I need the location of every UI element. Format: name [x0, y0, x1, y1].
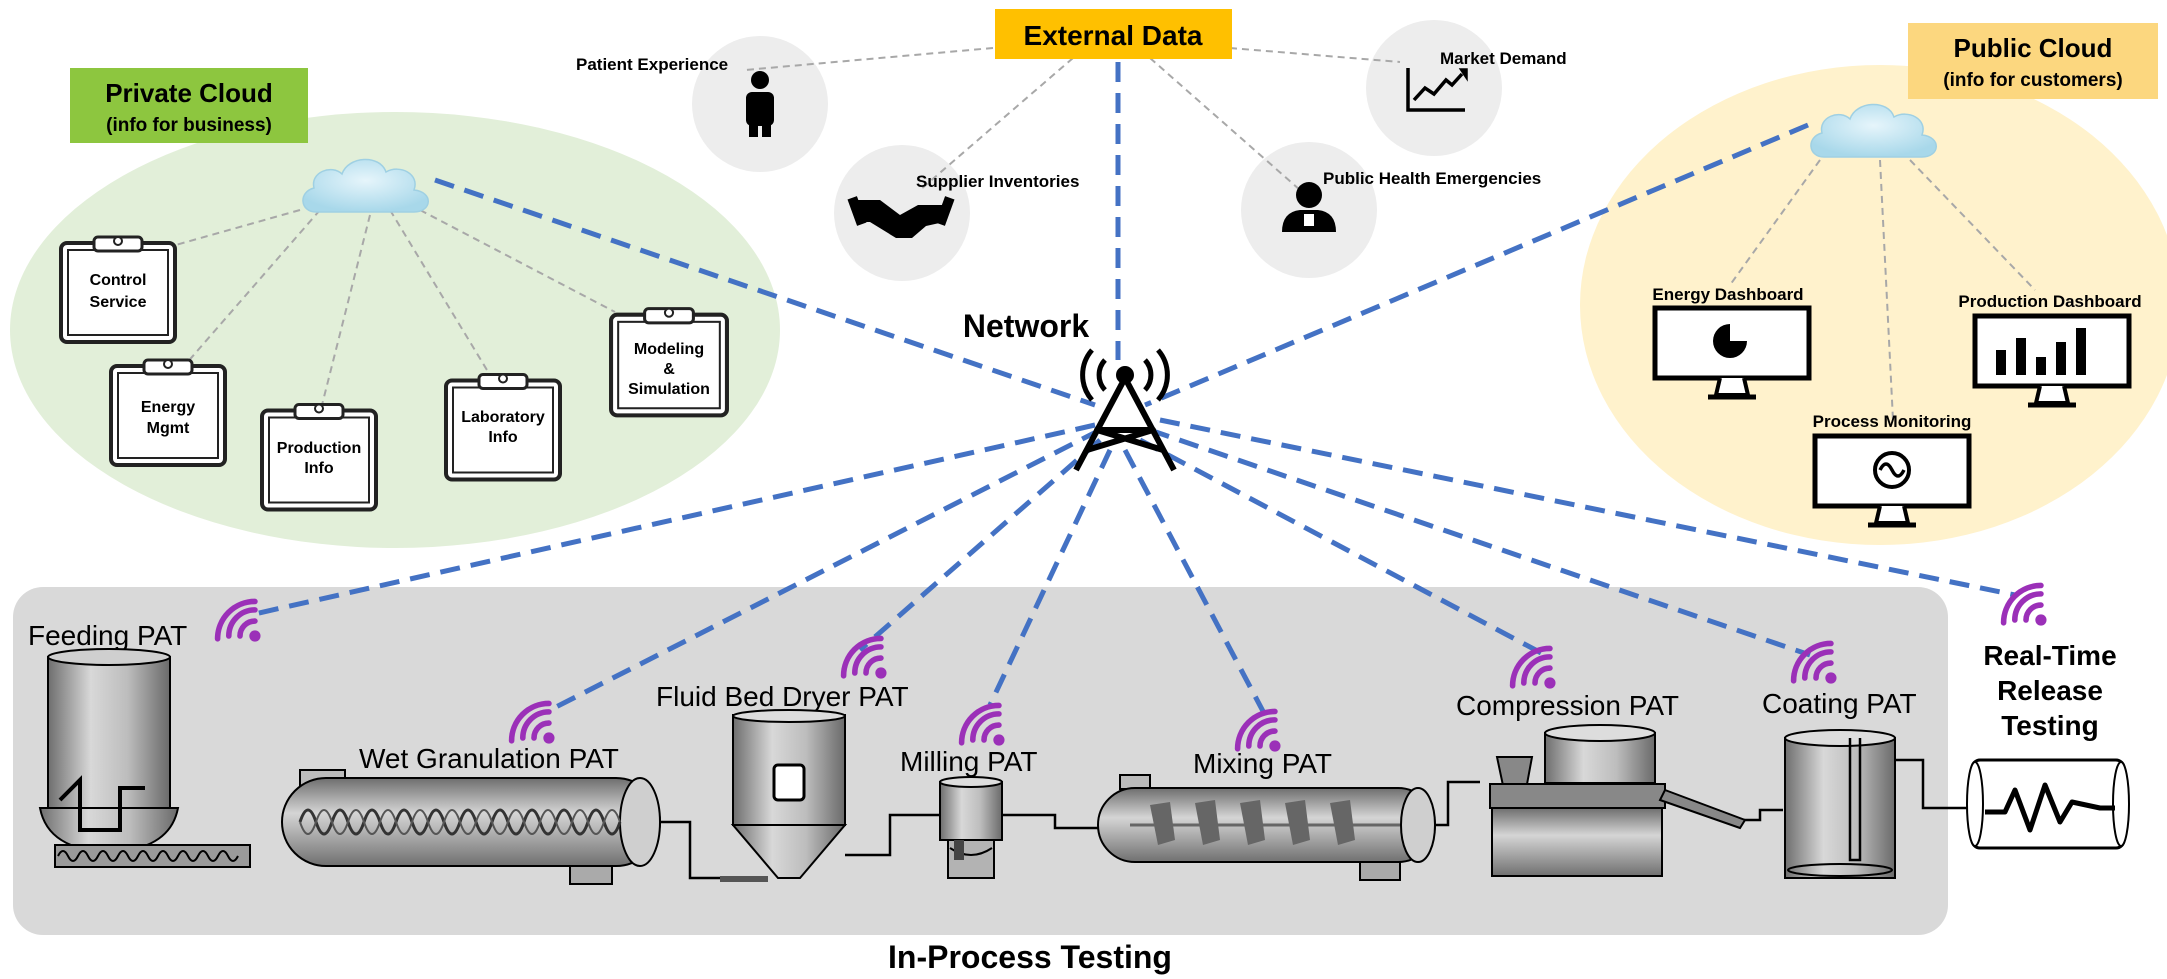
person-icon [746, 71, 774, 137]
private-cloud-subtitle: (info for business) [106, 115, 272, 136]
market-demand-bg [1366, 20, 1502, 156]
private-cloud-item-production-info: Production Info [262, 405, 376, 510]
svg-text:Info: Info [488, 429, 518, 446]
supplier-inventories-bg [834, 145, 970, 281]
svg-text:Mgmt: Mgmt [147, 420, 190, 437]
doctor-icon [1282, 182, 1336, 232]
private-cloud-item-energy-mgmt: Energy Mgmt [109, 358, 227, 467]
public-cloud-region [1580, 65, 2167, 545]
supplier-inventories-label: Supplier Inventories [916, 172, 1079, 191]
public-health-label: Public Health Emergencies [1323, 169, 1541, 188]
fluid-bed-dryer-equipment [720, 709, 848, 882]
coater-equipment [1784, 729, 1896, 879]
svg-text:&: & [663, 361, 675, 378]
handshake-icon [847, 196, 955, 238]
public-cloud-title: Public Cloud [1954, 33, 2113, 63]
svg-text:Process Monitoring: Process Monitoring [1813, 412, 1972, 431]
rtrt-line3: Testing [2001, 710, 2098, 741]
pie-chart-icon [1713, 322, 1749, 358]
public-cloud-box [1908, 23, 2158, 99]
public-cloud-subtitle: (info for customers) [1943, 70, 2122, 91]
network-links [249, 62, 2016, 717]
wet-granulator-equipment [281, 769, 661, 885]
svg-text:Production Dashboard: Production Dashboard [1958, 292, 2141, 311]
private-cloud-item-modeling-simulation: Modeling & Simulation [611, 309, 727, 416]
rtrt-wifi-icon [2004, 585, 2047, 625]
stage-label-mixing: Mixing PAT [1193, 748, 1332, 779]
sine-wave-icon [1873, 451, 1911, 489]
stage-label-coating: Coating PAT [1762, 688, 1917, 719]
rtrt-monitor-equipment [1966, 758, 2130, 850]
market-demand-label: Market Demand [1440, 49, 1567, 68]
private-cloud-title: Private Cloud [105, 78, 273, 108]
svg-text:Energy Dashboard: Energy Dashboard [1652, 285, 1803, 304]
svg-text:Service: Service [90, 294, 147, 311]
svg-text:Production: Production [277, 440, 361, 457]
stage-label-wet-granulation: Wet Granulation PAT [359, 743, 619, 774]
in-process-testing-title: In-Process Testing [888, 939, 1172, 975]
stage-label-feeding: Feeding PAT [28, 620, 187, 651]
process-monitoring: Process Monitoring [1813, 412, 1972, 525]
production-dashboard: Production Dashboard [1958, 292, 2142, 405]
svg-text:Modeling: Modeling [634, 341, 704, 358]
rtrt-line2: Release [1997, 675, 2103, 706]
bar-chart-icon [1996, 328, 2086, 375]
network-tower-icon [1073, 348, 1177, 472]
patient-experience-label: Patient Experience [576, 55, 728, 74]
svg-text:Energy: Energy [141, 399, 195, 416]
svg-text:Laboratory: Laboratory [461, 409, 545, 426]
private-cloud-box [70, 68, 308, 143]
svg-text:Control: Control [90, 272, 147, 289]
ekg-line-icon [1985, 782, 2115, 833]
rtrt-line1: Real-Time [1983, 640, 2116, 671]
stage-label-fluid-bed-dryer: Fluid Bed Dryer PAT [656, 681, 909, 712]
svg-text:Simulation: Simulation [628, 381, 710, 398]
tablet-press-equipment [1489, 724, 1747, 877]
svg-text:Info: Info [304, 460, 334, 477]
process-pipes [660, 758, 1970, 880]
private-cloud-item-laboratory-info: Laboratory Info [446, 375, 560, 480]
stage-label-milling: Milling PAT [900, 746, 1037, 777]
external-data-box [995, 9, 1232, 59]
internal-links [164, 47, 2036, 421]
energy-dashboard: Energy Dashboard [1652, 285, 1809, 397]
stage-label-compression: Compression PAT [1456, 690, 1679, 721]
chart-icon [1406, 68, 1468, 112]
external-data-title: External Data [1024, 20, 1203, 51]
mixer-equipment [1097, 774, 1436, 881]
mill-equipment [939, 776, 1003, 879]
network-label: Network [963, 308, 1089, 344]
private-cloud-item-control-service: Control Service [59, 235, 177, 344]
feeder-equipment [38, 648, 251, 868]
